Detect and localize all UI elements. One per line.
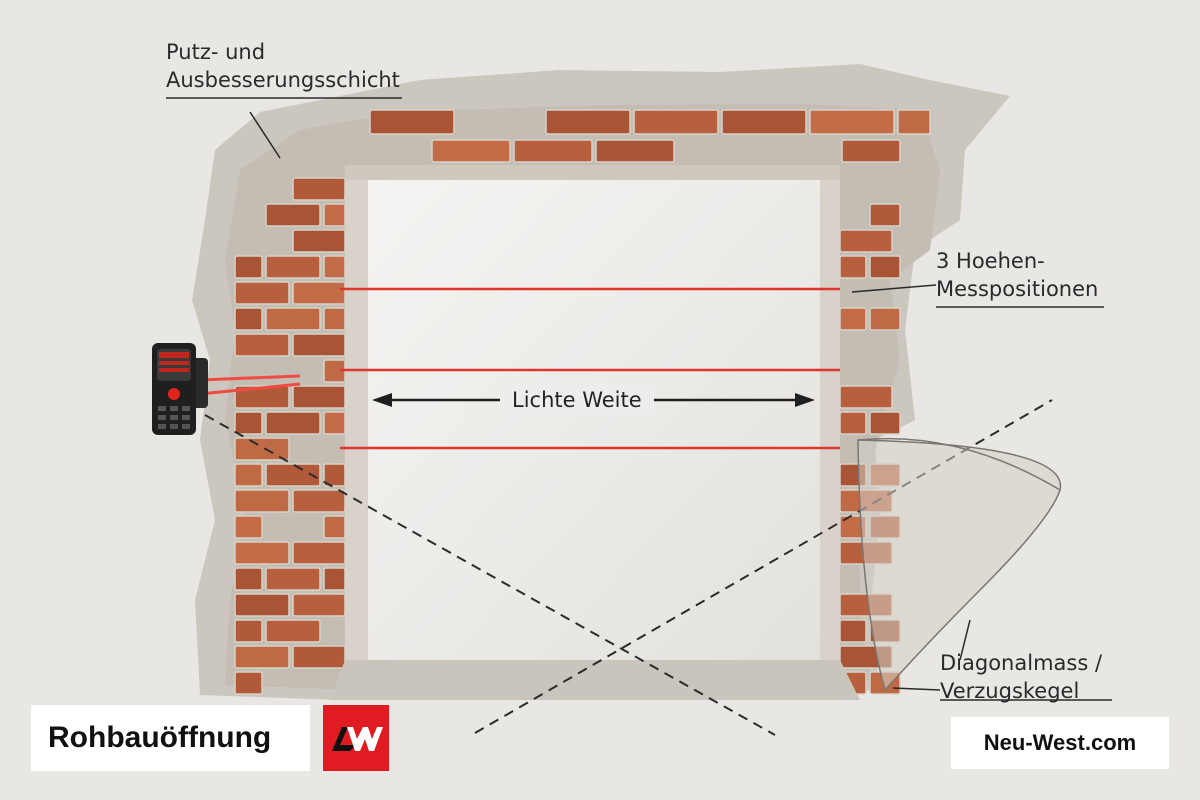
brick [235, 516, 262, 538]
brick [235, 646, 289, 668]
brick [235, 568, 262, 590]
brick [842, 140, 900, 162]
brick [235, 490, 289, 512]
brick [293, 178, 345, 200]
brick [266, 256, 320, 278]
brick [898, 110, 930, 134]
brick [235, 464, 262, 486]
brick [235, 594, 289, 616]
lintel-reveal [345, 165, 840, 180]
brick [546, 110, 630, 134]
brick [293, 282, 345, 304]
brick [266, 412, 320, 434]
brick [293, 594, 345, 616]
brick [324, 412, 345, 434]
brick [840, 620, 866, 642]
brick [870, 308, 900, 330]
brick [810, 110, 894, 134]
brand-name: Neu-West.com [984, 730, 1136, 756]
height-label-line2: Messpositionen [936, 275, 1098, 303]
brick [293, 334, 345, 356]
plaster-label-line1: Putz- und [166, 38, 400, 66]
brick [266, 568, 320, 590]
diag-label-line2: Verzugskegel [940, 677, 1102, 705]
brick [634, 110, 718, 134]
brick [293, 646, 345, 668]
reveal-right [820, 172, 840, 690]
height-label-line1: 3 Hoehen- [936, 247, 1098, 275]
brick [293, 542, 345, 564]
brick [266, 308, 320, 330]
diagonal-cone-label: Diagonalmass / Verzugskegel [940, 649, 1102, 705]
sill [330, 660, 860, 700]
brick [324, 256, 345, 278]
reveal-left [345, 170, 368, 690]
plaster-layer-label: Putz- und Ausbesserungsschicht [166, 38, 400, 94]
brick [840, 412, 866, 434]
brick [235, 256, 262, 278]
brick [324, 204, 345, 226]
brick [722, 110, 806, 134]
brick [235, 334, 289, 356]
brick [514, 140, 592, 162]
brick [432, 140, 510, 162]
brick [370, 110, 454, 134]
title-box: Rohbauöffnung [31, 705, 310, 771]
brick [293, 490, 345, 512]
clear-width-label: Lichte Weite [500, 385, 654, 415]
brand-box: Neu-West.com [951, 717, 1169, 769]
brick [840, 308, 866, 330]
brick [235, 282, 289, 304]
brick [840, 230, 892, 252]
plaster-label-line2: Ausbesserungsschicht [166, 66, 400, 94]
nw-logo-icon [323, 705, 389, 771]
brick [235, 542, 289, 564]
brick [840, 386, 892, 408]
brick [235, 412, 262, 434]
brick [324, 568, 345, 590]
brick [870, 256, 900, 278]
brick [235, 672, 262, 694]
brick [324, 308, 345, 330]
brick [596, 140, 674, 162]
clear-opening [368, 178, 820, 660]
page-title: Rohbauöffnung [48, 721, 271, 755]
brick [235, 620, 262, 642]
height-positions-label: 3 Hoehen- Messpositionen [936, 247, 1098, 303]
brick [266, 620, 320, 642]
brick [293, 230, 345, 252]
brick [293, 386, 345, 408]
brick [324, 516, 345, 538]
brick [266, 204, 320, 226]
brick [235, 308, 262, 330]
brick [870, 412, 900, 434]
brick [870, 204, 900, 226]
brick [840, 256, 866, 278]
diag-label-line1: Diagonalmass / [940, 649, 1102, 677]
